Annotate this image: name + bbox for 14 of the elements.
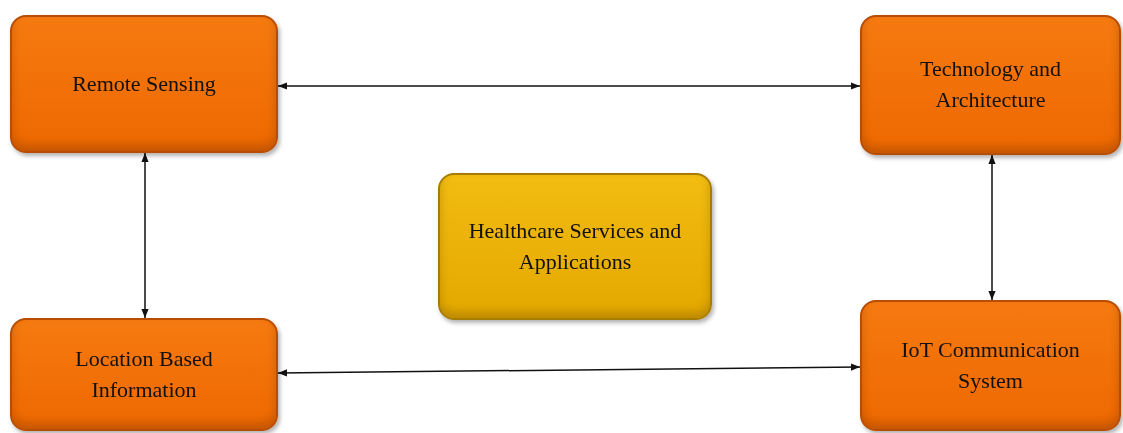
process-box [860, 300, 1121, 431]
process-box [10, 15, 278, 153]
double-arrow [141, 152, 149, 319]
double-arrow [277, 82, 861, 90]
double-arrow [988, 154, 996, 301]
process-box [860, 15, 1121, 155]
process-box [438, 173, 712, 320]
double-arrow [277, 363, 861, 377]
box-label: Technology and Architecture [919, 55, 1062, 114]
box-label: Healthcare Services and Applications [467, 216, 683, 276]
box-label: Remote Sensing [72, 69, 216, 98]
process-box [10, 318, 278, 431]
box-label: IoT Communication System [900, 335, 1081, 395]
box-label: Location Based Information [74, 344, 214, 404]
